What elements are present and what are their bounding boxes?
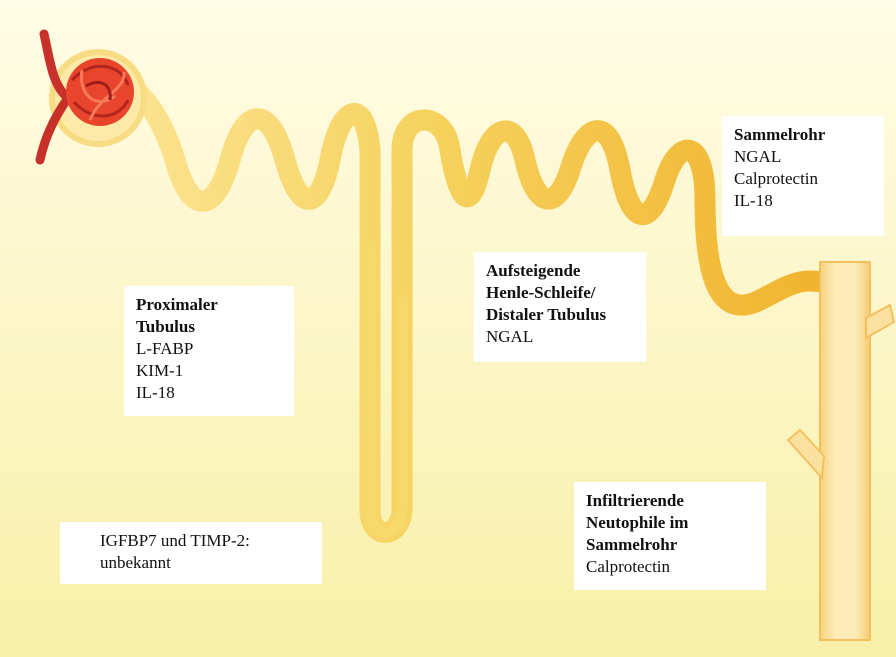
proximal-title-line2: Tubulus (136, 316, 282, 338)
neutrophils-marker: Calprotectin (586, 556, 754, 578)
collecting-title: Sammelrohr (734, 124, 872, 146)
proximal-title-line1: Proximaler (136, 294, 282, 316)
henle-title-line1: Aufsteigende (486, 260, 634, 282)
proximal-marker: L-FABP (136, 338, 282, 360)
label-unknown-markers: IGFBP7 und TIMP-2: unbekannt (60, 522, 322, 584)
label-neutrophils: Infiltrierende Neutophile im Sammelrohr … (574, 482, 766, 590)
collecting-marker: IL-18 (734, 190, 872, 212)
neutrophils-title-line3: Sammelrohr (586, 534, 754, 556)
henle-title-line2: Henle-Schleife/ (486, 282, 634, 304)
label-sammelrohr: Sammelrohr NGAL Calprotectin IL-18 (722, 116, 884, 236)
neutrophils-title-line2: Neutophile im (586, 512, 754, 534)
collecting-duct (820, 262, 870, 640)
label-proximal-tubulus: Proximaler Tubulus L-FABP KIM-1 IL-18 (124, 286, 294, 416)
unknown-line1: IGFBP7 und TIMP-2: (100, 530, 310, 552)
unknown-line2: unbekannt (100, 552, 310, 574)
label-henle-distal: Aufsteigende Henle-Schleife/ Distaler Tu… (474, 252, 646, 362)
henle-marker: NGAL (486, 326, 634, 348)
collecting-marker: NGAL (734, 146, 872, 168)
collecting-marker: Calprotectin (734, 168, 872, 190)
glomerulus (66, 58, 134, 126)
henle-title-line3: Distaler Tubulus (486, 304, 634, 326)
proximal-marker: KIM-1 (136, 360, 282, 382)
neutrophils-title-line1: Infiltrierende (586, 490, 754, 512)
proximal-marker: IL-18 (136, 382, 282, 404)
